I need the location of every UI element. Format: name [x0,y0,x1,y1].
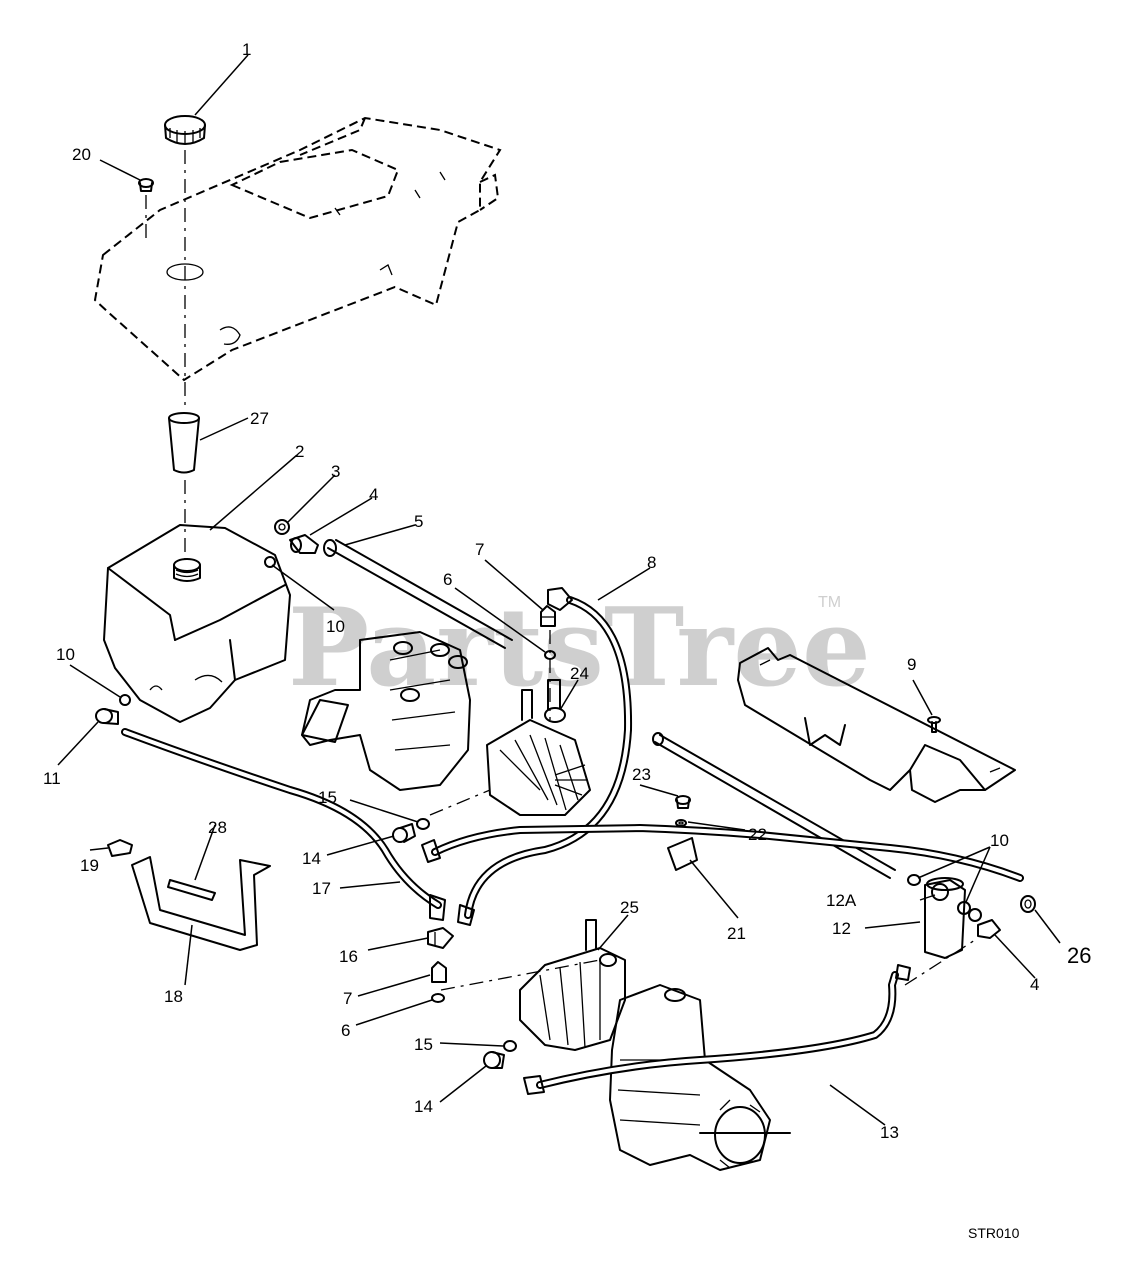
callout-8: 8 [647,553,656,572]
callout-1: 1 [242,40,251,59]
part-o-ring-10-upper [264,556,276,568]
callout-14-upper: 14 [302,849,321,868]
part-hose-13 [523,964,911,1095]
callout-13: 13 [880,1123,899,1142]
part-elbow-14-lower [483,1051,505,1069]
callout-11: 11 [43,769,61,788]
callout-15-lower: 15 [414,1035,433,1054]
part-upper-pump-assembly [301,631,471,791]
callout-12A: 12A [826,891,857,910]
part-clamp-21 [667,837,698,871]
callout-6-lower: 6 [341,1021,350,1040]
part-nut-19 [107,839,133,857]
callout-24: 24 [570,664,589,683]
part-hose-17 [121,728,446,921]
part-lower-valve-25 [519,919,626,1051]
callout-10-left: 10 [56,645,75,664]
part-tee-16 [427,927,454,949]
part-reservoir-tank [103,524,291,723]
part-pad-28 [167,879,216,901]
part-filter-12 [919,877,966,959]
callout-4-upper: 4 [369,485,378,504]
drawing-code: STR010 [968,1225,1020,1241]
part-cross-hose [421,824,1024,882]
part-fitting-7-lower [431,961,447,983]
part-fitting-26 [1020,895,1036,913]
part-o-ring-10-left [119,694,131,706]
part-hose-8 [457,587,633,926]
watermark-trademark: TM [818,594,841,611]
callout-10-upper: 10 [326,617,345,636]
part-strap-18 [131,856,271,951]
part-bolt-23 [675,795,691,809]
callout-21: 21 [727,924,746,943]
part-lower-transaxle [609,984,791,1171]
callout-17: 17 [312,879,331,898]
callout-23: 23 [632,765,651,784]
callout-26: 26 [1067,943,1091,968]
callout-10-right: 10 [990,831,1009,850]
part-bolt-20 [138,178,154,192]
part-o-ring-15-upper [416,818,430,830]
part-screw-9 [927,716,941,733]
callout-2: 2 [295,442,304,461]
callout-9: 9 [907,655,916,674]
projection-lines [145,150,976,991]
callout-25: 25 [620,898,639,917]
callout-19: 19 [80,856,99,875]
callout-15-upper: 15 [318,788,337,807]
part-o-rings-10-right [907,874,982,922]
part-elbow-14-upper [392,823,416,843]
part-elbow-4-lower [977,919,1001,939]
callout-20: 20 [72,145,91,164]
callout-14-lower: 14 [414,1097,433,1116]
callout-5: 5 [414,512,423,531]
callout-16: 16 [339,947,358,966]
part-filler-neck [168,412,200,474]
part-fill-cap [164,115,206,145]
part-fan-valve-24 [486,679,591,816]
callout-labels: 1 20 27 2 3 4 5 10 7 6 8 24 9 10 11 15 2… [43,40,1091,1142]
callout-22: 22 [748,825,767,844]
part-fitting-7-upper [540,605,556,627]
part-fitting-3 [274,519,290,535]
callout-7-lower: 7 [343,989,352,1008]
callout-7-upper: 7 [475,540,484,559]
part-tube-5 [323,539,513,649]
part-elbow-11 [95,708,119,725]
part-o-ring-6-lower [431,993,445,1003]
callout-12: 12 [832,919,851,938]
callout-3: 3 [331,462,340,481]
callout-28: 28 [208,818,227,837]
callout-18: 18 [164,987,183,1006]
part-mounting-bracket [737,647,1016,803]
part-o-ring-15-lower [503,1040,517,1052]
callout-4-lower: 4 [1030,975,1039,994]
callout-6-upper: 6 [443,570,452,589]
part-elbow-4-upper [289,534,319,554]
part-washer-22 [675,819,687,827]
part-frame-plate [93,116,502,382]
leader-lines [57,54,1061,1126]
callout-27: 27 [250,409,269,428]
